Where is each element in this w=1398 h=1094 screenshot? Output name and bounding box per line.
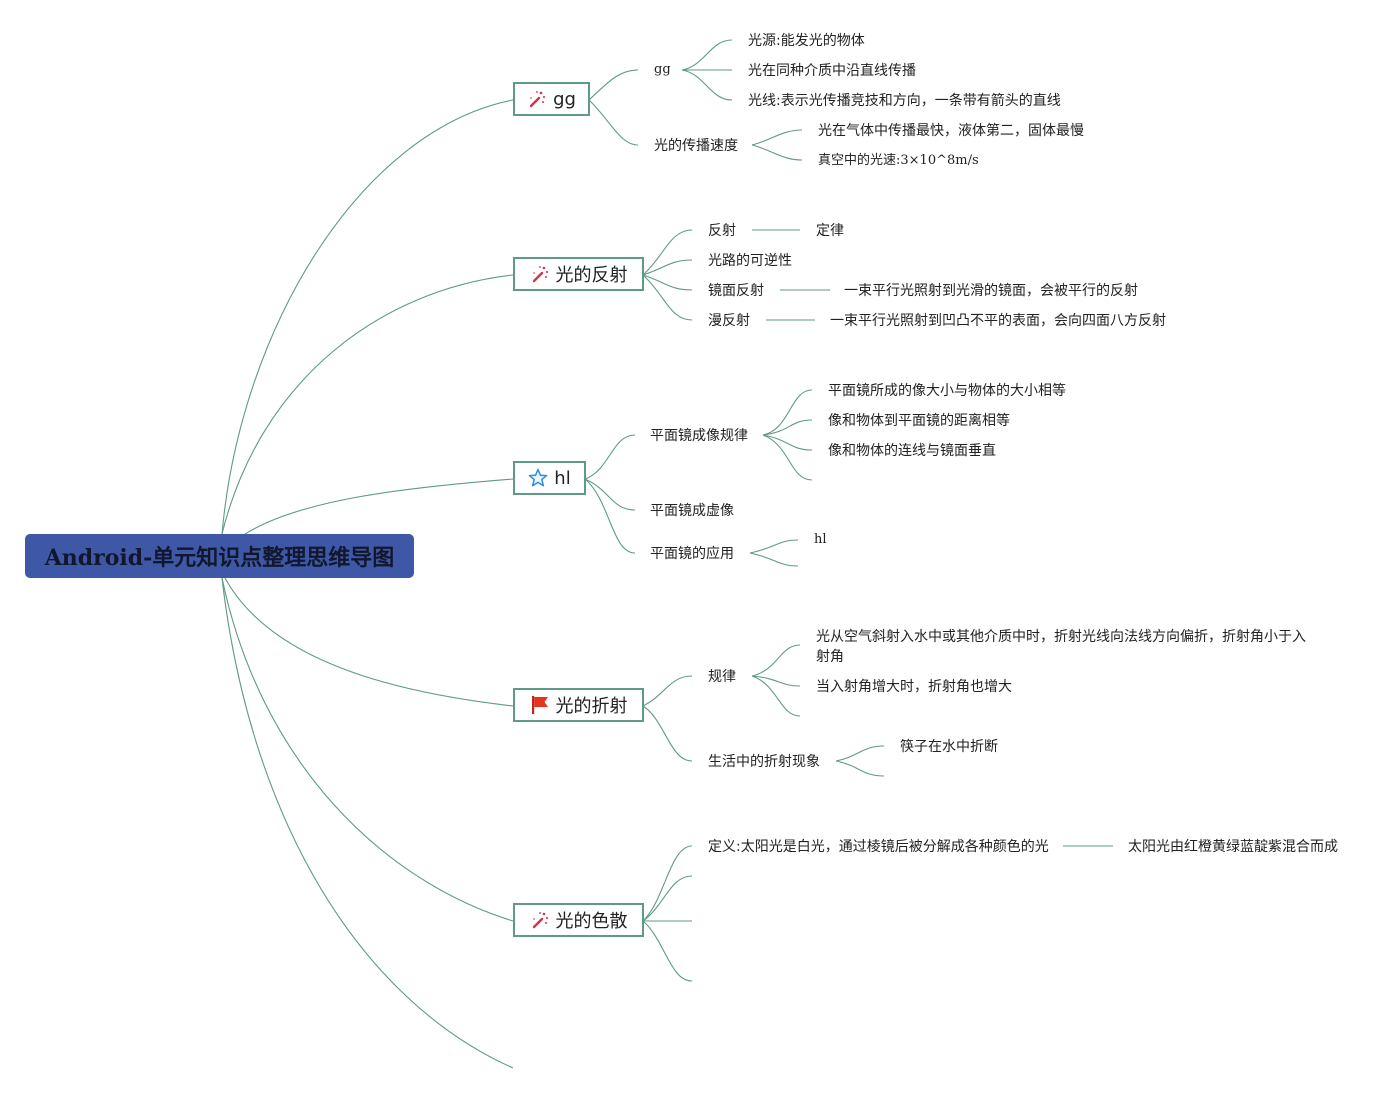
magic-wand-icon <box>527 89 547 109</box>
star-icon <box>528 468 548 488</box>
connector-root-extra <box>221 577 514 1069</box>
hl-sub2-label[interactable]: 平面镜成虚像 <box>650 503 734 519</box>
dispersion-item-1-detail[interactable]: 太阳光由红橙黄绿蓝靛紫混合而成 <box>1128 839 1338 855</box>
hl-sub3-label[interactable]: 平面镜的应用 <box>650 546 734 562</box>
branch-dispersion[interactable]: 光的色散 <box>513 903 644 937</box>
branch-refraction[interactable]: 光的折射 <box>513 688 644 722</box>
red-flag-icon <box>530 695 550 715</box>
gg-sub1-item-1[interactable]: 光源:能发光的物体 <box>748 33 865 49</box>
root-topic[interactable]: Android-单元知识点整理思维导图 <box>25 534 414 578</box>
gg-sub2-label[interactable]: 光的传播速度 <box>654 138 738 154</box>
branch-refraction-title: 光的折射 <box>555 696 628 717</box>
gg-sub1-item-2[interactable]: 光在同种介质中沿直线传播 <box>748 63 916 79</box>
hl-sub1-item-3[interactable]: 像和物体的连线与镜面垂直 <box>828 443 996 459</box>
magic-wand-icon <box>530 910 550 930</box>
refraction-sub1-item-2[interactable]: 当入射角增大时，折射角也增大 <box>816 679 1012 695</box>
gg-sub2-item-2[interactable]: 真空中的光速:3×10^8m/s <box>818 153 979 168</box>
root-title: Android-单元知识点整理思维导图 <box>44 545 395 571</box>
refraction-sub2-item-1[interactable]: 筷子在水中折断 <box>900 739 998 755</box>
refraction-sub1-item-1[interactable]: 光从空气斜射入水中或其他介质中时，折射光线向法线方向偏折，折射角小于入射角 <box>816 629 1306 665</box>
gg-sub1-item-3[interactable]: 光线:表示光传播竞技和方向，一条带有箭头的直线 <box>748 93 1061 109</box>
connector-root-hl <box>244 478 514 535</box>
reflection-item-4-detail[interactable]: 一束平行光照射到凹凸不平的表面，会向四面八方反射 <box>830 313 1166 329</box>
connector-root-gg <box>221 99 514 535</box>
reflection-item-1-label[interactable]: 反射 <box>708 223 736 239</box>
connector-root-refraction <box>224 577 514 707</box>
reflection-item-2-label[interactable]: 光路的可逆性 <box>708 253 792 269</box>
magic-wand-icon <box>530 264 550 284</box>
hl-sub1-item-1[interactable]: 平面镜所成的像大小与物体的大小相等 <box>828 383 1066 399</box>
hl-sub1-label[interactable]: 平面镜成像规律 <box>650 428 748 444</box>
reflection-item-4-label[interactable]: 漫反射 <box>708 313 750 329</box>
branch-dispersion-title: 光的色散 <box>555 911 628 932</box>
connector-root-dispersion <box>221 577 514 922</box>
hl-sub3-item-1[interactable]: hl <box>814 532 827 547</box>
connector-root-reflection <box>221 274 514 535</box>
branch-gg[interactable]: gg <box>513 82 590 116</box>
refraction-sub1-label[interactable]: 规律 <box>708 669 736 685</box>
branch-reflection-title: 光的反射 <box>555 265 628 286</box>
branch-hl-title: hl <box>554 467 571 489</box>
branch-reflection[interactable]: 光的反射 <box>513 257 644 291</box>
reflection-item-1-detail[interactable]: 定律 <box>816 223 844 239</box>
gg-sub1-label[interactable]: gg <box>654 62 671 77</box>
branch-gg-title: gg <box>553 88 576 110</box>
dispersion-item-1-label[interactable]: 定义:太阳光是白光，通过棱镜后被分解成各种颜色的光 <box>708 839 1049 855</box>
hl-sub1-item-2[interactable]: 像和物体到平面镜的距离相等 <box>828 413 1010 429</box>
reflection-item-3-detail[interactable]: 一束平行光照射到光滑的镜面，会被平行的反射 <box>844 283 1138 299</box>
reflection-item-3-label[interactable]: 镜面反射 <box>708 283 764 299</box>
gg-sub2-item-1[interactable]: 光在气体中传播最快，液体第二，固体最慢 <box>818 123 1084 139</box>
refraction-sub2-label[interactable]: 生活中的折射现象 <box>708 754 820 770</box>
branch-hl[interactable]: hl <box>513 461 586 495</box>
